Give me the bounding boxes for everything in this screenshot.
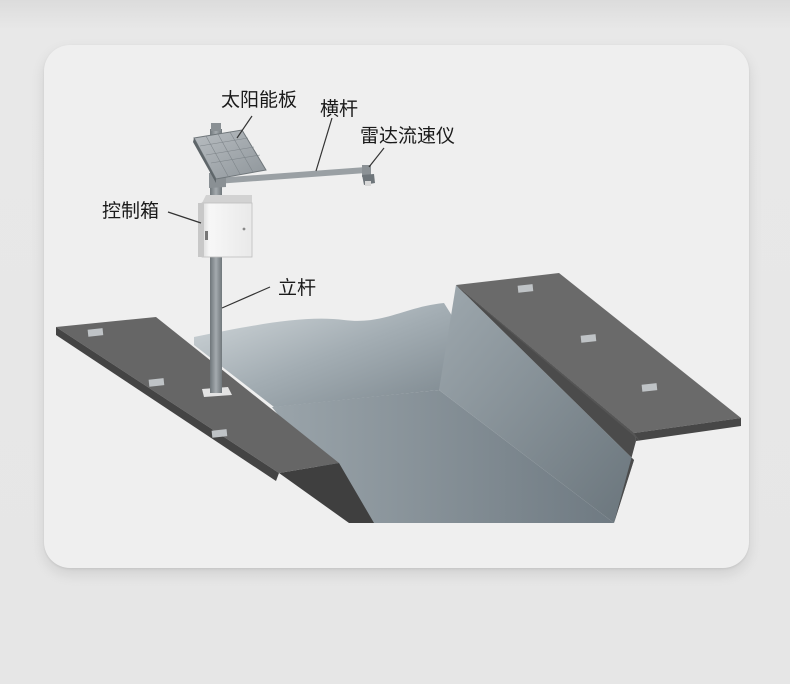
label-crossbar: 横杆 bbox=[320, 98, 358, 120]
crossbar bbox=[216, 167, 366, 184]
leader-radar-flow-meter bbox=[368, 147, 385, 168]
control-box bbox=[198, 195, 253, 258]
channel-right-bank-edge bbox=[634, 418, 741, 441]
channel-right-inner-wall bbox=[439, 285, 634, 523]
installation-diagram: 太阳能板 横杆 雷达流速仪 控制箱 立杆 bbox=[56, 89, 741, 523]
channel-right-slope bbox=[456, 285, 640, 441]
bank-marker bbox=[87, 328, 104, 337]
channel-right-bank-top bbox=[456, 273, 741, 433]
solar-panel bbox=[193, 129, 267, 183]
bank-marker bbox=[148, 378, 165, 387]
leader-solar-panel bbox=[236, 115, 253, 139]
bank-markers bbox=[87, 284, 658, 438]
label-solar-panel: 太阳能板 bbox=[221, 89, 297, 111]
channel-left-bank bbox=[56, 317, 339, 473]
channel-floor bbox=[272, 390, 614, 523]
channel-left-bank-edge bbox=[56, 327, 279, 481]
diagram-card: 太阳能板 横杆 雷达流速仪 控制箱 立杆 bbox=[44, 45, 749, 568]
label-pole: 立杆 bbox=[278, 277, 316, 299]
label-control-box: 控制箱 bbox=[102, 200, 159, 222]
leader-crossbar bbox=[315, 117, 333, 172]
bank-marker bbox=[641, 383, 658, 392]
label-radar-flow-meter: 雷达流速仪 bbox=[360, 125, 455, 147]
leader-pole bbox=[221, 286, 271, 309]
bank-marker bbox=[211, 429, 228, 438]
water-surface bbox=[194, 303, 464, 407]
channel-left-inner-wall bbox=[279, 463, 374, 523]
bank-marker bbox=[517, 284, 534, 293]
leader-control-box bbox=[167, 211, 202, 224]
pole-cap bbox=[211, 123, 221, 131]
radar-flow-meter bbox=[362, 165, 375, 186]
bank-marker bbox=[580, 334, 597, 343]
